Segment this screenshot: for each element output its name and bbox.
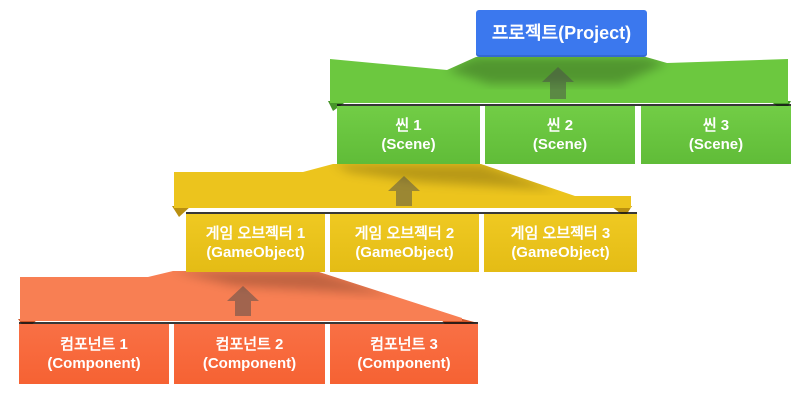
scene-1-box: 씬 1 (Scene) [337, 106, 480, 164]
gameobject-2-sublabel: (GameObject) [355, 244, 454, 261]
gameobject-row-topline [186, 212, 637, 214]
scenes-to-project-up-arrow-icon [542, 67, 574, 99]
scene-1-sublabel: (Scene) [381, 136, 436, 153]
project-label: 프로젝트(Project) [491, 22, 632, 43]
gameobject-2-box: 게임 오브젝터 2 (GameObject) [330, 214, 479, 272]
project-box: 프로젝트(Project) [476, 10, 647, 57]
scene-2-label: 씬 2 [546, 116, 574, 134]
component-1-label: 컴포넌트 1 [60, 335, 128, 353]
component-row-topline [19, 322, 478, 324]
scene-2-box: 씬 2 (Scene) [485, 106, 635, 164]
gameobject-1-sublabel: (GameObject) [206, 244, 305, 261]
component-2-label: 컴포넌트 2 [215, 335, 284, 353]
gameobject-ribbon-shadow [333, 164, 556, 190]
gameobject-3-box: 게임 오브젝터 3 (GameObject) [484, 214, 637, 272]
component-2-sublabel: (Component) [202, 355, 297, 372]
component-3-label: 컴포넌트 3 [370, 335, 438, 353]
gameobject-1-box: 게임 오브젝터 1 (GameObject) [186, 214, 325, 272]
gameobjects-to-scenes-up-arrow-icon [388, 176, 420, 206]
gameobject-ribbon-fold-left [172, 206, 191, 217]
scene-3-sublabel: (Scene) [688, 136, 744, 153]
scene-3-box: 씬 3 (Scene) [641, 106, 791, 164]
component-2-box: 컴포넌트 2 (Component) [174, 324, 325, 384]
gameobject-3-label: 게임 오브젝터 3 [510, 224, 611, 242]
component-ribbon-shadow [173, 271, 392, 295]
components-to-gameobjects-up-arrow-icon [227, 286, 259, 316]
scene-3-label: 씬 3 [702, 116, 730, 134]
scene-row-topline [337, 104, 791, 106]
component-3-box: 컴포넌트 3 (Component) [330, 324, 478, 384]
gameobject-3-sublabel: (GameObject) [511, 244, 610, 261]
scene-2-sublabel: (Scene) [532, 136, 588, 153]
component-1-box: 컴포넌트 1 (Component) [19, 324, 169, 384]
component-3-sublabel: (Component) [357, 355, 451, 372]
scene-1-label: 씬 1 [395, 116, 422, 134]
component-1-sublabel: (Component) [47, 355, 141, 372]
gameobject-2-label: 게임 오브젝터 2 [354, 224, 455, 242]
gameobject-1-label: 게임 오브젝터 1 [205, 224, 306, 242]
